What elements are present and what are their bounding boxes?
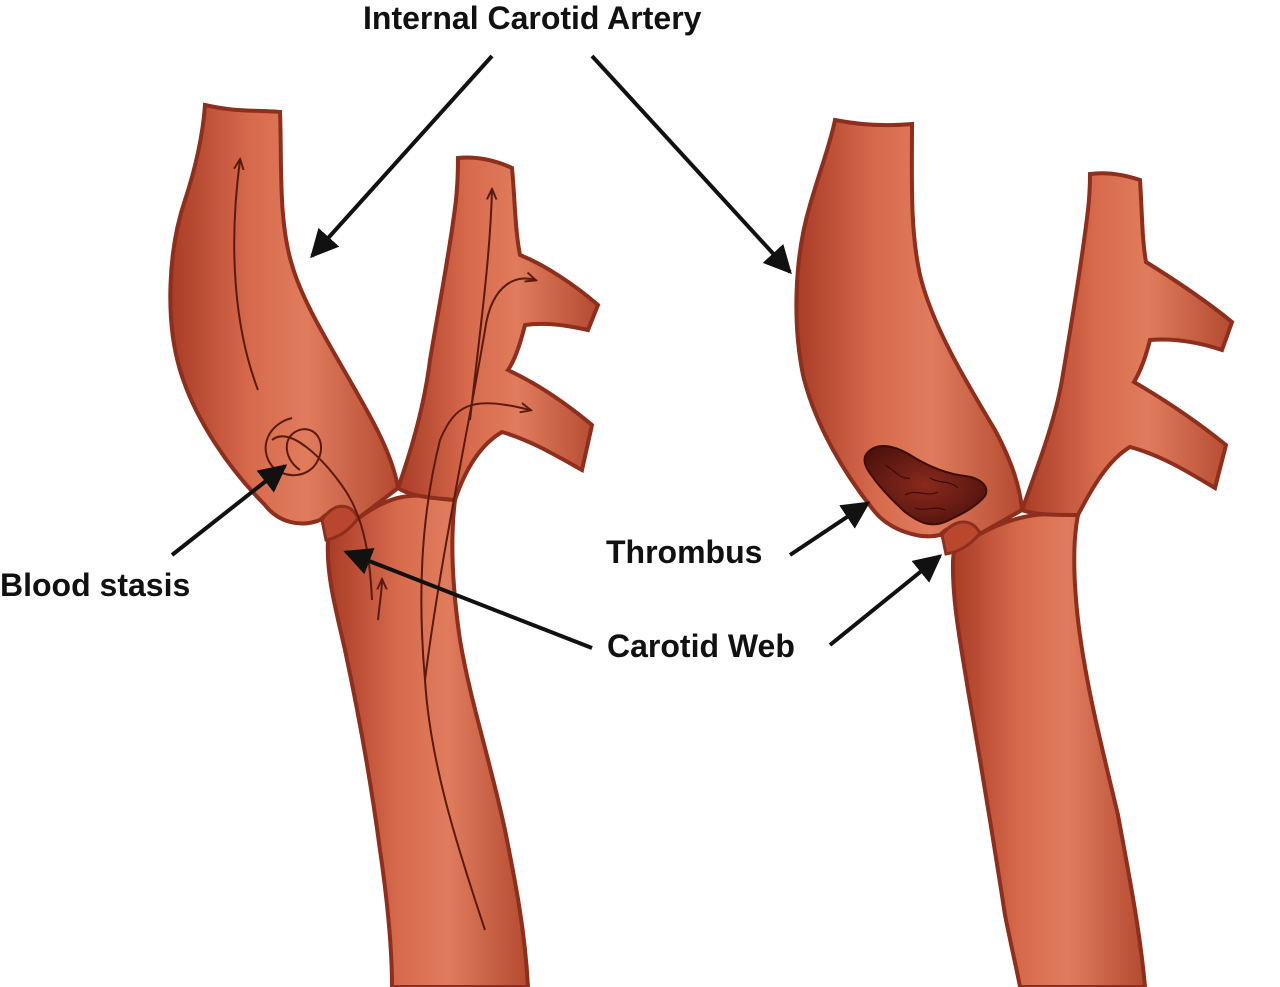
label-internal-carotid-artery: Internal Carotid Artery bbox=[363, 0, 702, 36]
annotation-arrows bbox=[170, 54, 943, 650]
left-external-carotid bbox=[395, 155, 601, 503]
arrow-thrombus bbox=[788, 501, 871, 557]
arrow-blood-stasis bbox=[170, 464, 288, 557]
label-thrombus: Thrombus bbox=[606, 534, 763, 570]
label-blood-stasis: Blood stasis bbox=[0, 567, 191, 603]
left-common-carotid bbox=[325, 493, 531, 987]
arrow-ica-left bbox=[310, 54, 494, 259]
thrombus-texture bbox=[884, 464, 959, 511]
left-internal-carotid bbox=[168, 102, 401, 526]
blood-stasis-swirl bbox=[264, 417, 323, 476]
arrow-ica-right bbox=[590, 54, 792, 275]
thrombus-clot bbox=[863, 444, 988, 526]
left-flow-lines bbox=[234, 160, 535, 931]
arrow-web-right bbox=[828, 554, 943, 647]
label-carotid-web: Carotid Web bbox=[607, 628, 795, 664]
right-carotid-bifurcation bbox=[794, 117, 1235, 987]
left-carotid-bifurcation bbox=[168, 102, 601, 987]
right-external-carotid bbox=[1019, 171, 1235, 518]
right-carotid-web bbox=[940, 520, 982, 556]
arrow-web-left bbox=[343, 548, 593, 650]
right-common-carotid bbox=[950, 512, 1148, 987]
